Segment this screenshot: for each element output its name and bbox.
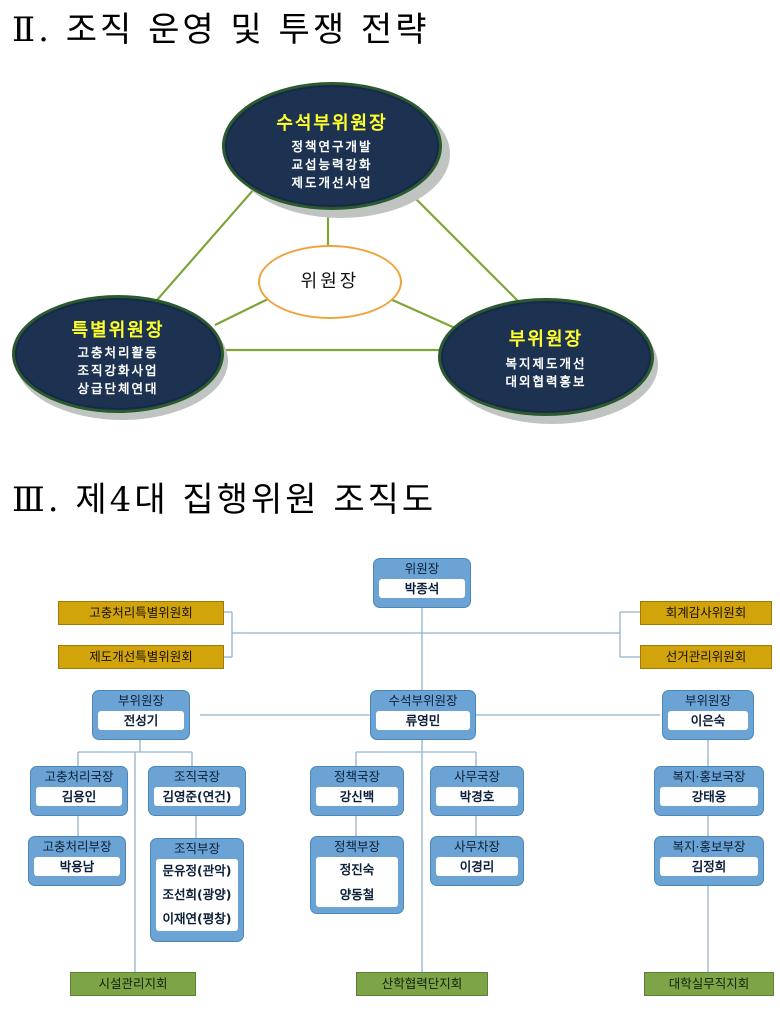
left-oval-line-2: 조직강화사업 xyxy=(77,363,159,378)
org-chart: 위원장 박종석 고충처리특별위원회 제도개선특별위원회 회계감사위원회 선거관리… xyxy=(0,540,780,1016)
right-oval-line-1: 복지제도개선 xyxy=(505,356,587,371)
chair-box: 위원장 박종석 xyxy=(373,558,471,608)
left-oval-line-1: 고충처리활동 xyxy=(77,345,159,360)
right-oval: 부위원장 복지제도개선 대외협력홍보 xyxy=(438,298,654,416)
policy-director-role: 정책국장 xyxy=(333,769,380,784)
left-oval-title: 특별위원장 xyxy=(71,320,165,341)
vice-chair-left-role: 부위원장 xyxy=(117,693,164,708)
committee-audit: 회계감사위원회 xyxy=(640,601,772,625)
policy-director-box: 정책국장 강신백 xyxy=(310,766,404,816)
office-director-role: 사무국장 xyxy=(453,769,500,784)
senior-vice-chair-name: 류영민 xyxy=(376,711,470,730)
branch-university-staff: 대학실무직지회 xyxy=(644,972,774,996)
org-manager-name-3: 이재연(평창) xyxy=(156,907,238,931)
edge-top-left xyxy=(149,187,256,309)
policy-manager-box: 정책부장 정진숙 양동철 xyxy=(310,836,404,914)
committee-grievance: 고충처리특별위원회 xyxy=(58,601,224,625)
section-2-heading: Ⅱ. 조직 운영 및 투쟁 전략 xyxy=(12,10,430,50)
committee-election: 선거관리위원회 xyxy=(640,645,772,669)
committee-system-improvement: 제도개선특별위원회 xyxy=(58,645,224,669)
triangle-connectors xyxy=(149,187,526,352)
senior-vice-chair-box: 수석부위원장 류영민 xyxy=(370,690,476,740)
vice-chair-right-role: 부위원장 xyxy=(684,693,731,708)
policy-director-name: 강신백 xyxy=(316,787,398,806)
office-vice-role: 사무차장 xyxy=(453,839,500,854)
welfare-director-box: 복지·홍보국장 강태웅 xyxy=(654,766,764,816)
top-oval-title: 수석부위원장 xyxy=(276,113,388,134)
top-oval-line-1: 정책연구개발 xyxy=(291,139,373,154)
policy-manager-role: 정책부장 xyxy=(333,839,380,854)
org-manager-box: 조직부장 문유정(관악) 조선희(광양) 이재연(평창) xyxy=(150,838,244,942)
org-manager-name-2: 조선희(광양) xyxy=(156,883,238,907)
org-director-name: 김영준(연건) xyxy=(154,787,240,806)
chair-name: 박종석 xyxy=(379,579,465,598)
branch-industry-academic: 산학협력단지회 xyxy=(356,972,488,996)
center-oval-chairperson: 위원장 xyxy=(258,245,402,319)
vice-chair-right-box: 부위원장 이은숙 xyxy=(662,690,754,740)
top-oval-line-3: 제도개선사업 xyxy=(291,175,373,190)
right-oval-title: 부위원장 xyxy=(508,329,584,350)
edge-top-right xyxy=(404,187,526,309)
vice-chair-right-name: 이은숙 xyxy=(668,711,748,730)
left-oval: 특별위원장 고충처리활동 조직강화사업 상급단체연대 xyxy=(12,295,224,413)
welfare-manager-name: 김정희 xyxy=(660,857,758,876)
office-vice-box: 사무차장 이경리 xyxy=(430,836,524,886)
right-oval-line-2: 대외협력홍보 xyxy=(505,374,587,389)
grievance-director-box: 고충처리국장 김용인 xyxy=(30,766,128,816)
office-vice-name: 이경리 xyxy=(436,857,518,876)
welfare-director-role: 복지·홍보국장 xyxy=(672,769,746,784)
edge-center-right xyxy=(387,296,456,330)
policy-manager-name-2: 양동철 xyxy=(316,882,398,907)
grievance-director-name: 김용인 xyxy=(36,787,122,806)
office-director-box: 사무국장 박경호 xyxy=(430,766,524,816)
welfare-manager-role: 복지·홍보부장 xyxy=(672,839,746,854)
section-3-heading: Ⅲ. 제4대 집행위원 조직도 xyxy=(12,480,437,520)
grievance-manager-name: 박용남 xyxy=(34,857,120,876)
policy-manager-name-1: 정진숙 xyxy=(316,857,398,882)
top-oval-line-2: 교섭능력강화 xyxy=(291,157,373,172)
vice-chair-left-box: 부위원장 전성기 xyxy=(92,690,190,740)
senior-vice-chair-role: 수석부위원장 xyxy=(388,693,458,708)
branch-facility: 시설관리지회 xyxy=(70,972,196,996)
welfare-manager-box: 복지·홍보부장 김정희 xyxy=(654,836,764,886)
org-manager-role: 조직부장 xyxy=(173,841,220,856)
grievance-manager-role: 고충처리부장 xyxy=(42,839,112,854)
welfare-director-name: 강태웅 xyxy=(660,787,758,806)
strategy-diagram: 수석부위원장 정책연구개발 교섭능력강화 제도개선사업 특별위원장 고충처리활동… xyxy=(0,70,780,430)
office-director-name: 박경호 xyxy=(436,787,518,806)
org-manager-name-1: 문유정(관악) xyxy=(156,859,238,883)
grievance-director-role: 고충처리국장 xyxy=(44,769,114,784)
edge-center-left xyxy=(214,297,271,326)
grievance-manager-box: 고충처리부장 박용남 xyxy=(28,836,126,886)
org-connectors xyxy=(77,608,709,972)
org-director-box: 조직국장 김영준(연건) xyxy=(148,766,246,816)
top-oval: 수석부위원장 정책연구개발 교섭능력강화 제도개선사업 xyxy=(222,82,442,210)
org-director-role: 조직국장 xyxy=(173,769,220,784)
chair-role: 위원장 xyxy=(404,561,440,576)
left-oval-line-3: 상급단체연대 xyxy=(77,381,159,396)
vice-chair-left-name: 전성기 xyxy=(98,711,184,730)
